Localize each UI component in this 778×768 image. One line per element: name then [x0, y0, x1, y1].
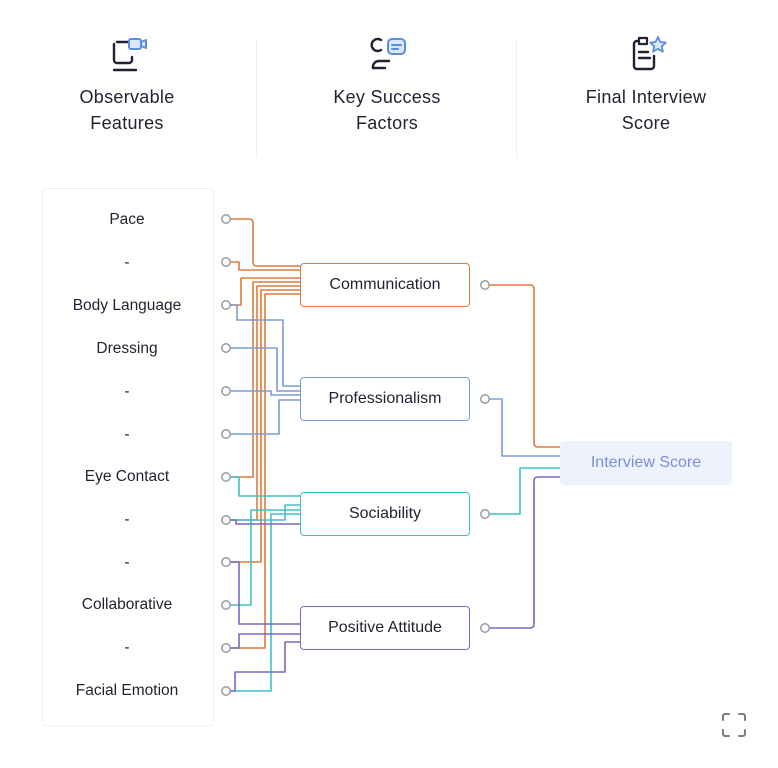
feature-item: - [124, 426, 130, 443]
header-title: Final Interview Score [585, 87, 707, 133]
feature-item: Eye Contact [84, 468, 170, 485]
positive-attitude-wires [230, 476, 561, 692]
clipboard-star-icon [632, 36, 667, 71]
feature-item: - [124, 511, 130, 528]
header-divider [256, 40, 257, 158]
person-chat-icon [370, 37, 406, 70]
interview-score-label: Interview Score [590, 454, 702, 471]
header-observable-features: Observable Features [17, 30, 237, 136]
factor-professionalism[interactable]: Professionalism [300, 377, 470, 421]
header-title: Observable Features [79, 87, 175, 133]
sociability-wires [230, 467, 561, 692]
factor-label: Sociability [348, 505, 422, 522]
feature-item: Body Language [72, 297, 182, 314]
feature-item: Pace [109, 211, 145, 228]
feature-item: Dressing [96, 340, 158, 357]
interview-score-box[interactable]: Interview Score [560, 441, 732, 485]
factor-positive-attitude[interactable]: Positive Attitude [300, 606, 470, 650]
factor-ports [480, 280, 490, 633]
header-key-success-factors: Key Success Factors [277, 30, 497, 136]
factor-label: Professionalism [328, 390, 442, 407]
observable-features-panel [42, 188, 214, 726]
factor-label: Communication [329, 276, 441, 293]
header-title: Key Success Factors [333, 87, 441, 133]
feature-item: - [124, 639, 130, 656]
header-divider [516, 40, 517, 158]
factor-sociability[interactable]: Sociability [300, 492, 470, 536]
factor-label: Positive Attitude [328, 619, 442, 636]
feature-item: - [124, 254, 130, 271]
feature-item: - [124, 554, 130, 571]
webcam-monitor-icon [112, 38, 147, 72]
feature-item: Collaborative [81, 596, 173, 613]
professionalism-wires [230, 304, 561, 457]
feature-ports [221, 214, 231, 696]
communication-wires [230, 218, 561, 649]
feature-item: - [124, 383, 130, 400]
expand-icon[interactable] [721, 712, 747, 738]
header-final-interview-score: Final Interview Score [536, 30, 756, 136]
factor-communication[interactable]: Communication [300, 263, 470, 307]
feature-item: Facial Emotion [75, 682, 179, 699]
